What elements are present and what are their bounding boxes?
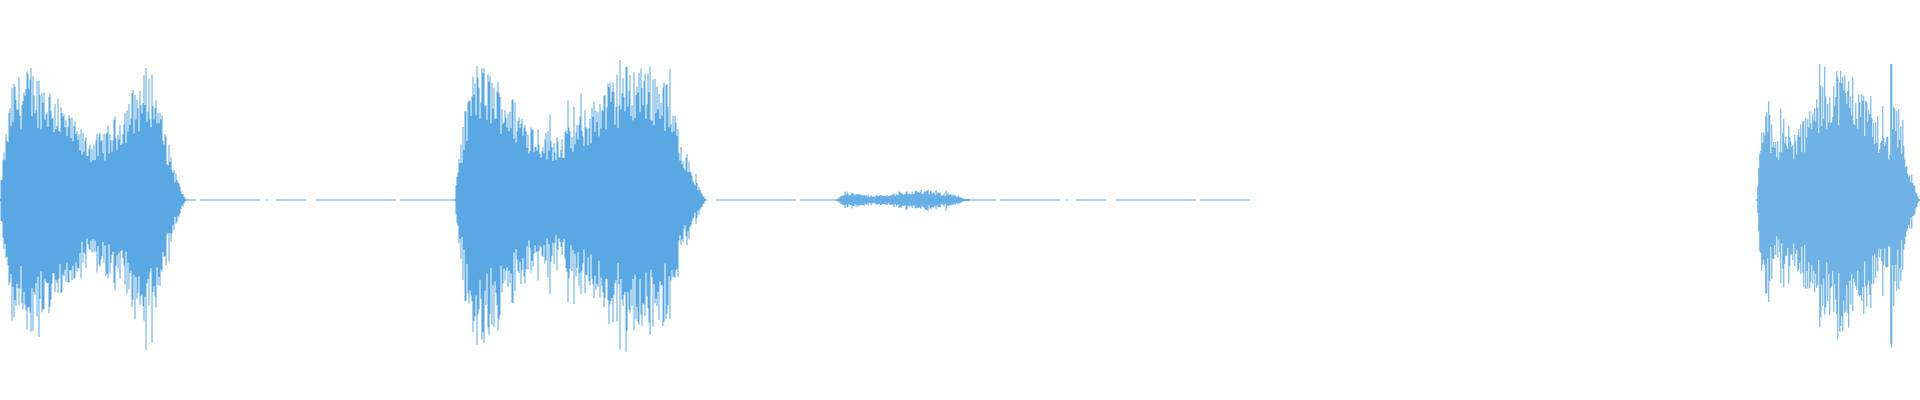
waveform-bars [0, 60, 1920, 352]
